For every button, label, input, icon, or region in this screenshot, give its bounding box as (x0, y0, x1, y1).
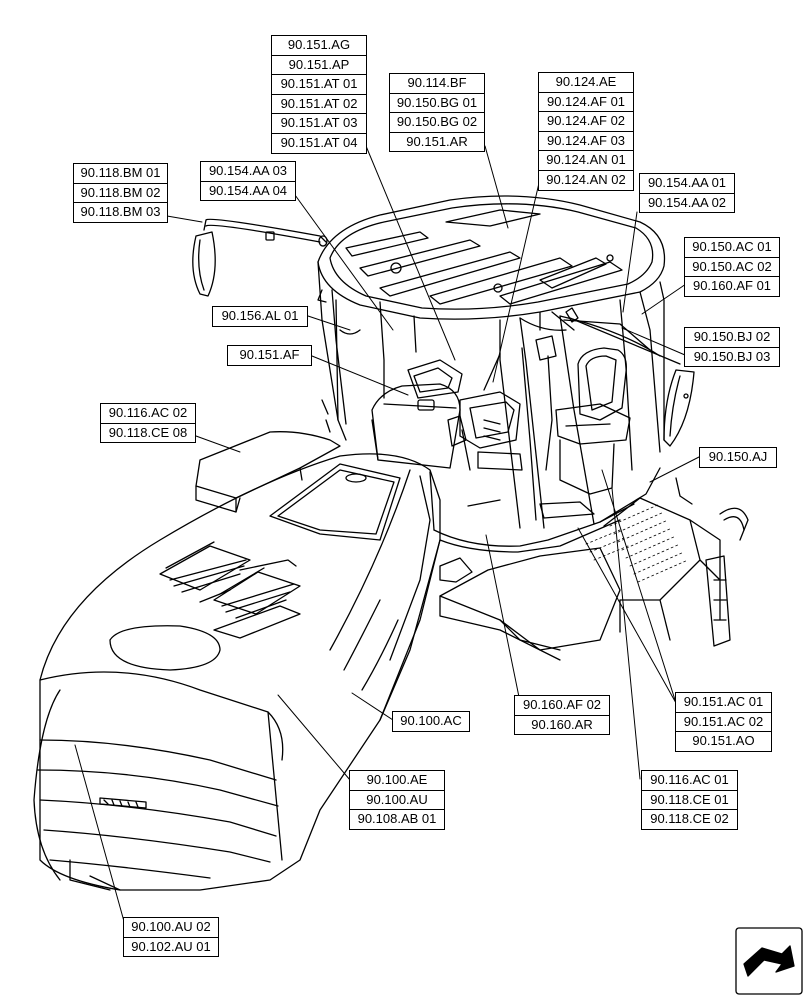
callout-ac150[interactable]: 90.150.AC 01 90.150.AC 02 90.160.AF 01 (684, 237, 780, 297)
side-mirror (192, 218, 328, 297)
callout-text: 90.150.BG 01 (390, 92, 484, 113)
callout-ac116[interactable]: 90.116.AC 02 90.118.CE 08 (100, 403, 196, 444)
callout-text: 90.154.AA 01 (647, 175, 727, 190)
callout-ce118[interactable]: 90.116.AC 01 90.118.CE 01 90.118.CE 02 (641, 770, 738, 830)
callout-text: 90.150.AJ (708, 449, 768, 464)
callout-text: 90.151.AP (272, 54, 366, 75)
callout-text: 90.124.AN 02 (539, 169, 633, 190)
callout-text: 90.118.BM 02 (74, 182, 167, 203)
callout-af[interactable]: 90.151.AF (227, 345, 312, 366)
callout-text: 90.151.AT 03 (272, 113, 366, 133)
callout-aa0102[interactable]: 90.154.AA 01 90.154.AA 02 (639, 173, 735, 214)
callout-ae[interactable]: 90.124.AE 90.124.AF 01 90.124.AF 02 90.1… (538, 72, 634, 191)
callout-text: 90.151.AT 02 (272, 93, 366, 114)
cab-interior (407, 335, 631, 521)
next-page-button[interactable] (734, 926, 804, 996)
callout-text: 90.156.AL 01 (221, 308, 299, 323)
callout-text: 90.100.AU 02 (131, 919, 211, 934)
hood-vents (159, 541, 301, 639)
callout-text: 90.160.AR (515, 714, 609, 735)
callout-text: 90.151.AC 02 (676, 711, 771, 732)
right-mirror (565, 307, 695, 447)
cab-frame (317, 261, 665, 553)
callout-text: 90.118.BM 01 (80, 165, 161, 180)
callout-text: 90.154.AA 02 (640, 192, 734, 213)
callout-text: 90.160.AF 02 (522, 697, 602, 712)
left-fender (195, 419, 341, 513)
callout-text: 90.150.BJ 03 (685, 346, 779, 367)
callout-bj[interactable]: 90.150.BJ 02 90.150.BJ 03 (684, 327, 780, 368)
callout-text: 90.114.BF (407, 75, 467, 90)
steps-platform (439, 477, 749, 661)
callout-text: 90.154.AA 04 (201, 180, 295, 201)
callout-text: 90.151.AT 04 (272, 132, 366, 153)
callout-text: 90.118.CE 01 (642, 789, 737, 810)
callout-text: 90.124.AF 03 (539, 130, 633, 151)
nav-arrow-icon (735, 927, 803, 995)
callout-ag[interactable]: 90.151.AG 90.151.AP 90.151.AT 01 90.151.… (271, 35, 367, 154)
callout-text: 90.100.AC (400, 713, 462, 728)
callout-al[interactable]: 90.156.AL 01 (212, 306, 308, 327)
callout-text: 90.151.AT 01 (272, 74, 366, 94)
callout-text: 90.151.AR (390, 131, 484, 152)
callout-text: 90.124.AE (555, 74, 617, 89)
callout-text: 90.116.AC 01 (650, 772, 729, 787)
callout-text: 90.100.AE (366, 772, 428, 787)
cab-roof (317, 195, 666, 320)
callout-ac100[interactable]: 90.100.AC (392, 711, 470, 732)
callout-text: 90.124.AF 01 (539, 91, 633, 112)
callout-text: 90.151.AO (676, 731, 771, 751)
callout-bm[interactable]: 90.118.BM 01 90.118.BM 02 90.118.BM 03 (73, 163, 168, 223)
callout-text: 90.154.AA 03 (208, 163, 288, 178)
callout-text: 90.124.AN 01 (539, 150, 633, 170)
callout-aj[interactable]: 90.150.AJ (699, 447, 777, 468)
callout-ar160[interactable]: 90.160.AF 02 90.160.AR (514, 695, 610, 736)
step-perforations (585, 503, 689, 583)
callout-aa0304[interactable]: 90.154.AA 03 90.154.AA 04 (200, 161, 296, 202)
callout-text: 90.151.AC 01 (683, 694, 764, 709)
side-panel (371, 383, 467, 469)
callout-text: 90.124.AF 02 (539, 111, 633, 131)
callout-text: 90.150.AC 01 (692, 239, 772, 254)
callout-text: 90.160.AF 01 (685, 276, 779, 296)
callout-text: 90.150.BG 02 (390, 112, 484, 132)
brand-badge (99, 797, 147, 809)
callout-ae100[interactable]: 90.100.AE 90.100.AU 90.108.AB 01 (349, 770, 445, 830)
callout-au102[interactable]: 90.100.AU 02 90.102.AU 01 (123, 917, 219, 958)
callout-text: 90.100.AU (350, 789, 444, 810)
callout-text: 90.150.BJ 02 (693, 329, 771, 344)
callout-text: 90.150.AC 02 (685, 256, 779, 277)
callout-text: 90.116.AC 02 (108, 405, 188, 420)
callout-text: 90.118.CE 08 (101, 422, 195, 443)
callout-ac151[interactable]: 90.151.AC 01 90.151.AC 02 90.151.AO (675, 692, 772, 752)
callout-text: 90.151.AG (287, 37, 351, 52)
callout-text: 90.118.CE 02 (642, 809, 737, 829)
callout-text: 90.118.BM 03 (74, 202, 167, 222)
callout-text: 90.102.AU 01 (124, 936, 218, 957)
callout-text: 90.151.AF (239, 347, 300, 362)
callout-bf[interactable]: 90.114.BF 90.150.BG 01 90.150.BG 02 90.1… (389, 73, 485, 153)
callout-text: 90.108.AB 01 (350, 809, 444, 829)
engine-hood (33, 453, 441, 891)
